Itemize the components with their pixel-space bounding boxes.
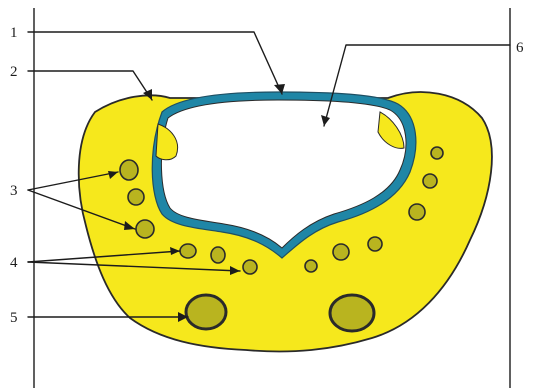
nodule: [431, 147, 443, 159]
leader-line-1: [28, 32, 282, 94]
large-nodule-left: [186, 295, 226, 329]
nodule: [211, 247, 225, 263]
nodule: [333, 244, 349, 260]
nodule: [128, 189, 144, 205]
callout-5: 5: [10, 310, 18, 326]
large-nodule-right: [330, 295, 374, 331]
callout-4: 4: [10, 255, 18, 271]
callout-1: 1: [10, 25, 18, 41]
nodule: [136, 220, 154, 238]
nodule: [423, 174, 437, 188]
nodule: [243, 260, 257, 274]
nodule: [409, 204, 425, 220]
callout-2: 2: [10, 64, 18, 80]
nodule: [368, 237, 382, 251]
nodule: [180, 244, 196, 258]
callout-6: 6: [516, 40, 524, 56]
nodule: [120, 160, 138, 180]
callout-3: 3: [10, 183, 18, 199]
nodule: [305, 260, 317, 272]
leader-line-2: [28, 71, 152, 100]
